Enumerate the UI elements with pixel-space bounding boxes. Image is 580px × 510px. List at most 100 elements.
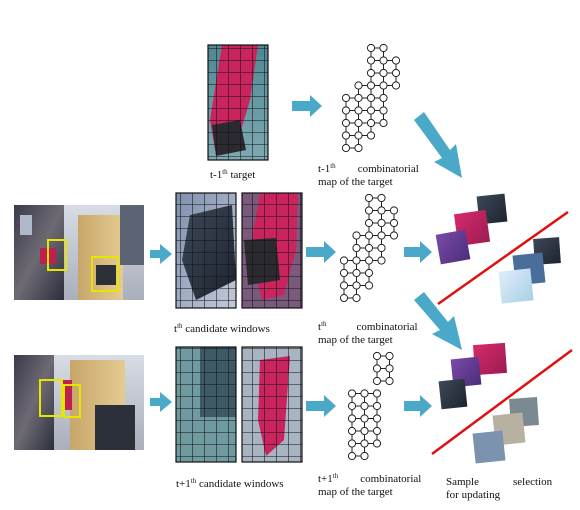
graph-node [379,56,388,65]
graph-node [339,281,349,290]
combinatorial-map-next [347,351,394,461]
arrow-map-to-samples-t1 [404,395,432,417]
graph-node [347,389,357,398]
graph-node [360,414,369,423]
graph-node [366,106,376,115]
graph-node [360,451,369,461]
graph-node [372,439,382,448]
graph-node [364,206,374,215]
yellow-box-2 [91,256,119,292]
caption-next-windows: t+1th candidate windows [176,477,284,490]
graph-node [341,106,351,115]
graph-node [379,93,388,103]
combinatorial-map-prev [341,43,401,153]
graph-node [366,118,376,128]
graph-node [366,93,376,103]
graph-node [379,68,388,78]
cur-window-1 [175,192,237,309]
sample-selection-t [435,193,569,306]
graph-node [347,414,357,423]
graph-node [366,81,376,90]
graph-node [339,293,349,303]
arrow-map-to-samples-t [404,241,432,263]
graph-node [385,376,394,386]
graph-node [372,401,382,411]
graph-node [377,231,386,240]
graph-node [377,218,386,228]
graph-node [366,131,376,140]
graph-node [377,206,386,215]
graph-node [364,268,374,278]
graph-node [339,256,349,265]
graph-node [347,451,357,461]
graph-node [360,426,369,436]
graph-node [360,401,369,411]
graph-node [341,131,351,140]
graph-node [366,68,376,78]
combinatorial-map-cur [339,193,399,303]
separator-red-line-2 [431,348,573,456]
next-window-2 [241,346,303,463]
separator-red-line-1 [437,210,569,306]
frame-t-image [14,205,144,300]
graph-node [352,256,361,265]
graph-node [389,206,399,215]
yellow-box-4 [63,384,81,418]
arrow-diag-top [414,112,462,178]
arrow-windows-to-map-t1 [306,395,336,417]
graph-node [372,389,382,398]
graph-node [354,131,363,140]
graph-node [364,218,374,228]
frame-t1-image [14,355,144,450]
graph-node [372,414,382,423]
graph-node [372,376,382,386]
graph-node [372,351,382,361]
graph-node [352,268,361,278]
graph-node [377,256,386,265]
prev-target-patch [207,44,269,161]
graph-node [354,143,363,153]
graph-node [372,364,382,373]
graph-node [347,426,357,436]
graph-node [385,364,394,373]
graph-node [364,231,374,240]
graph-node [389,231,399,240]
graph-node [364,193,374,203]
arrow-row1-target-to-map [292,95,322,117]
next-window-1 [175,346,237,463]
graph-node [377,243,386,253]
graph-node [391,68,401,78]
arrow-frame-to-windows-t [150,244,172,264]
arrow-diag-mid [414,292,462,350]
graph-node [366,56,376,65]
graph-node [352,293,361,303]
graph-node [341,118,351,128]
yellow-box-1 [47,239,67,271]
graph-node [379,106,388,115]
graph-node [391,81,401,90]
graph-node [354,118,363,128]
arrow-frame-to-windows-t1 [150,392,172,412]
graph-node [354,93,363,103]
graph-node [379,81,388,90]
graph-node [347,401,357,411]
graph-node [379,118,388,128]
graph-node [364,256,374,265]
graph-node [385,351,394,361]
graph-node [339,268,349,278]
graph-node [389,218,399,228]
arrow-windows-to-map-t [306,241,336,263]
graph-node [377,193,386,203]
graph-node [364,243,374,253]
yellow-box-3 [39,379,63,417]
graph-node [372,426,382,436]
graph-node [341,93,351,103]
graph-node [347,439,357,448]
arrows [150,95,462,417]
caption-prev-target: t-1th target [210,168,256,181]
graph-node [360,439,369,448]
sample-selection-t1 [431,342,573,464]
